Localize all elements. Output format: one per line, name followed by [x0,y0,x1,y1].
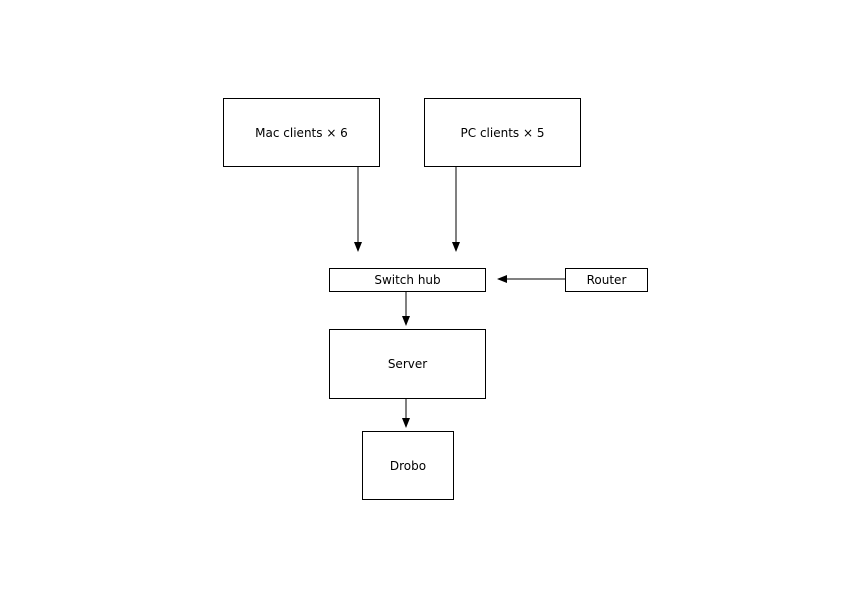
node-drobo-label: Drobo [389,458,427,473]
node-router: Router [565,268,648,292]
node-pc-clients: PC clients × 5 [424,98,581,167]
node-pc-clients-label: PC clients × 5 [460,125,545,140]
node-switch-hub-label: Switch hub [374,273,441,287]
node-router-label: Router [586,273,627,287]
node-server-label: Server [387,357,428,371]
node-drobo: Drobo [362,431,454,500]
node-mac-clients-label: Mac clients × 6 [255,125,348,140]
node-switch-hub: Switch hub [329,268,486,292]
node-server: Server [329,329,486,399]
node-mac-clients: Mac clients × 6 [223,98,380,167]
